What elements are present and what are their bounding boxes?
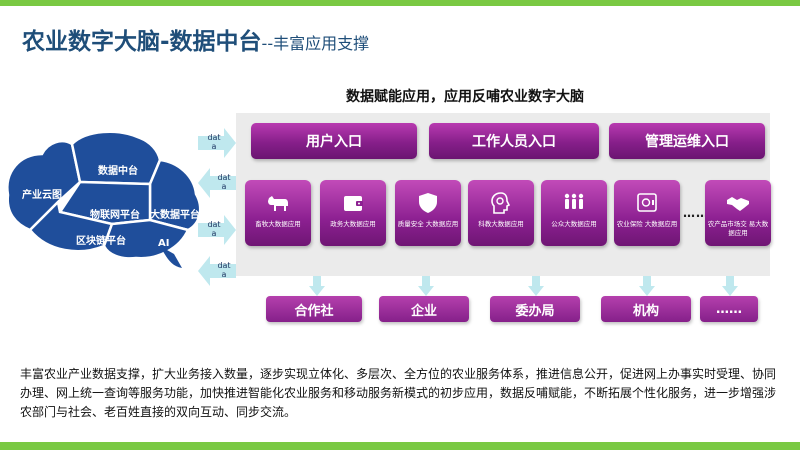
brain-label-ai: AI — [158, 238, 170, 249]
more-apps-ellipsis: …… — [683, 206, 709, 220]
down-arrow-icon — [309, 276, 325, 296]
app-public[interactable]: 公众大数据应用 — [541, 180, 607, 246]
brain-head-icon — [491, 192, 511, 214]
panel-title: 数据赋能应用，应用反哺农业数字大脑 — [346, 89, 584, 105]
app-science-education[interactable]: 科教大数据应用 — [468, 180, 534, 246]
target-enterprise[interactable]: 企业 — [379, 296, 469, 322]
app-label: 质量安全 大数据应用 — [397, 220, 459, 228]
page-title-sub: --丰富应用支撑 — [261, 34, 370, 53]
app-insurance[interactable]: 农业保险 大数据应用 — [614, 180, 680, 246]
data-arrow-label: dat a — [217, 261, 231, 279]
brain-label-data-platform: 数据中台 — [98, 166, 138, 177]
safe-icon — [637, 193, 657, 212]
cow-icon — [268, 196, 288, 211]
shield-icon — [419, 193, 437, 213]
brain-shape-icon — [6, 130, 202, 268]
top-accent-bar — [0, 0, 800, 6]
app-label: 公众大数据应用 — [551, 220, 597, 228]
app-livestock[interactable]: 畜牧大数据应用 — [245, 180, 311, 246]
entry-user[interactable]: 用户入口 — [251, 123, 417, 159]
down-arrow-icon — [639, 276, 655, 296]
down-arrow-icon — [722, 276, 738, 296]
target-committee-office[interactable]: 委办局 — [490, 296, 580, 322]
description-text: 丰富农业产业数据支撑，扩大业务接入数量，逐步实现立体化、多层次、全方位的农业服务… — [20, 367, 777, 419]
page-title-main: 农业数字大脑-数据中台 — [22, 29, 262, 55]
data-arrow-left-icon — [198, 256, 236, 286]
data-arrow-label: dat a — [207, 220, 221, 238]
target-cooperative[interactable]: 合作社 — [266, 296, 362, 322]
bottom-accent-bar — [0, 442, 800, 450]
entry-staff[interactable]: 工作人员入口 — [429, 123, 599, 159]
brain-label-industry-cloud: 产业云图 — [22, 190, 62, 201]
data-arrow-label: dat a — [217, 173, 231, 191]
data-arrow-label: dat a — [207, 133, 221, 151]
app-market-trade[interactable]: 农产品市场交 易大数据应用 — [705, 180, 771, 246]
brain-diagram: 产业云图 数据中台 物联网平台 大数据平台 区块链平台 AI — [0, 120, 215, 270]
app-quality-safety[interactable]: 质量安全 大数据应用 — [395, 180, 461, 246]
data-arrow-right-icon — [198, 128, 236, 158]
app-government[interactable]: 政务大数据应用 — [320, 180, 386, 246]
data-arrow-right-icon — [198, 215, 236, 245]
app-label: 科教大数据应用 — [478, 220, 524, 228]
down-arrow-icon — [528, 276, 544, 296]
page-title: 农业数字大脑-数据中台--丰富应用支撑 — [22, 22, 369, 56]
brain-label-bigdata-platform: 大数据平台 — [150, 210, 200, 221]
target-institution[interactable]: 机构 — [601, 296, 691, 322]
app-label: 政务大数据应用 — [330, 220, 376, 228]
down-arrow-icon — [418, 276, 434, 296]
handshake-icon — [727, 197, 749, 211]
target-more[interactable]: …… — [700, 296, 758, 322]
people-icon — [564, 193, 584, 209]
app-label: 畜牧大数据应用 — [255, 220, 301, 228]
entry-ops[interactable]: 管理运维入口 — [609, 123, 765, 159]
data-arrow-left-icon — [198, 168, 236, 198]
app-label: 农业保险 大数据应用 — [616, 220, 678, 228]
brain-label-iot-platform: 物联网平台 — [90, 210, 140, 221]
brain-label-blockchain-platform: 区块链平台 — [76, 236, 126, 247]
app-label: 农产品市场交 易大数据应用 — [707, 220, 769, 237]
wallet-icon — [344, 196, 363, 211]
